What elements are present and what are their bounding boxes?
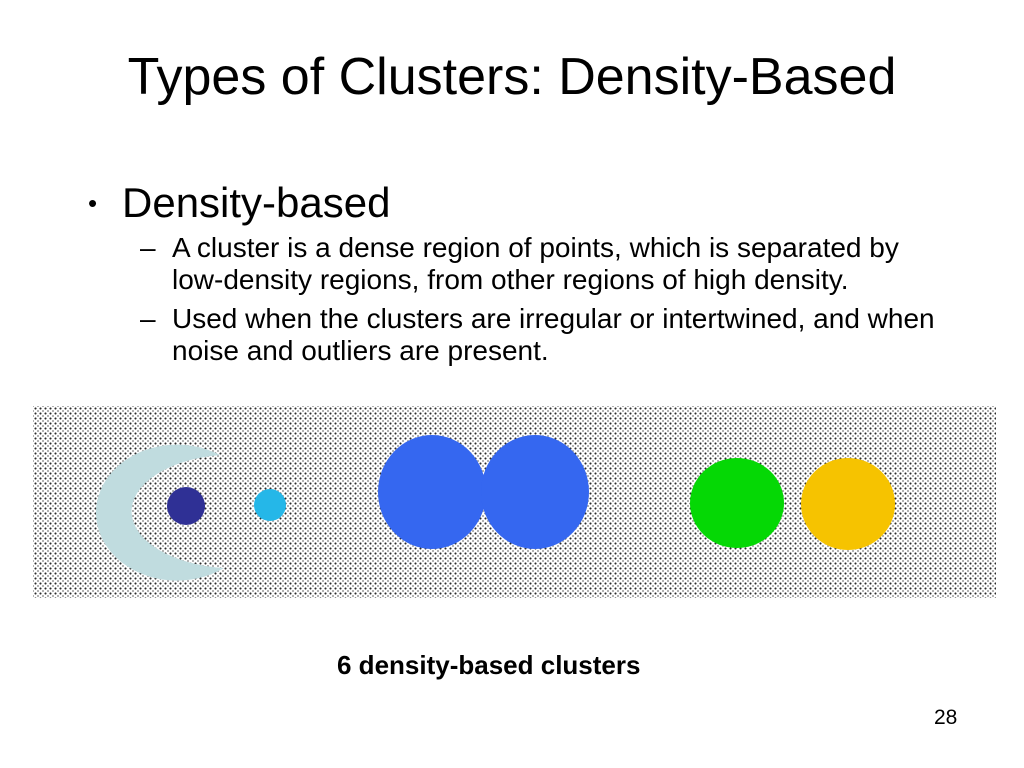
sub-bullet-text: Used when the clusters are irregular or … — [172, 303, 935, 367]
cluster-cyan-dot — [254, 489, 286, 521]
bullet-label: Density-based — [122, 179, 391, 226]
dash-marker: – — [140, 302, 156, 334]
cluster-navy-dot — [167, 487, 205, 525]
cluster-figure — [33, 406, 996, 598]
cluster-crescent — [95, 444, 224, 581]
sub-bullet-line: noise and outliers are present. — [172, 334, 549, 366]
cluster-blue-circle-right — [481, 435, 589, 549]
sub-bullet-line: Used when the clusters are irregular or … — [172, 302, 935, 334]
bullet-density-based: • Density-based — [88, 179, 391, 226]
dash-marker: – — [140, 232, 156, 263]
sub-bullet-usage: – Used when the clusters are irregular o… — [140, 303, 940, 367]
sub-bullet-definition: – A cluster is a dense region of points,… — [140, 232, 940, 296]
sub-bullet-line: A cluster is a dense region of points, w… — [172, 232, 899, 263]
cluster-blue-circle-left — [378, 435, 486, 549]
sub-bullet-text: A cluster is a dense region of points, w… — [172, 232, 899, 296]
slide-title: Types of Clusters: Density-Based — [127, 48, 897, 106]
cluster-yellow-circle — [801, 458, 895, 550]
sub-bullet-line: low-density regions, from other regions … — [172, 263, 849, 295]
bullet-marker: • — [88, 187, 98, 218]
sub-bullet-list: – A cluster is a dense region of points,… — [140, 232, 940, 367]
figure-caption: 6 density-based clusters — [337, 650, 641, 680]
page-number: 28 — [934, 706, 958, 729]
cluster-green-circle — [690, 458, 784, 548]
cluster-figure-canvas — [95, 435, 895, 581]
